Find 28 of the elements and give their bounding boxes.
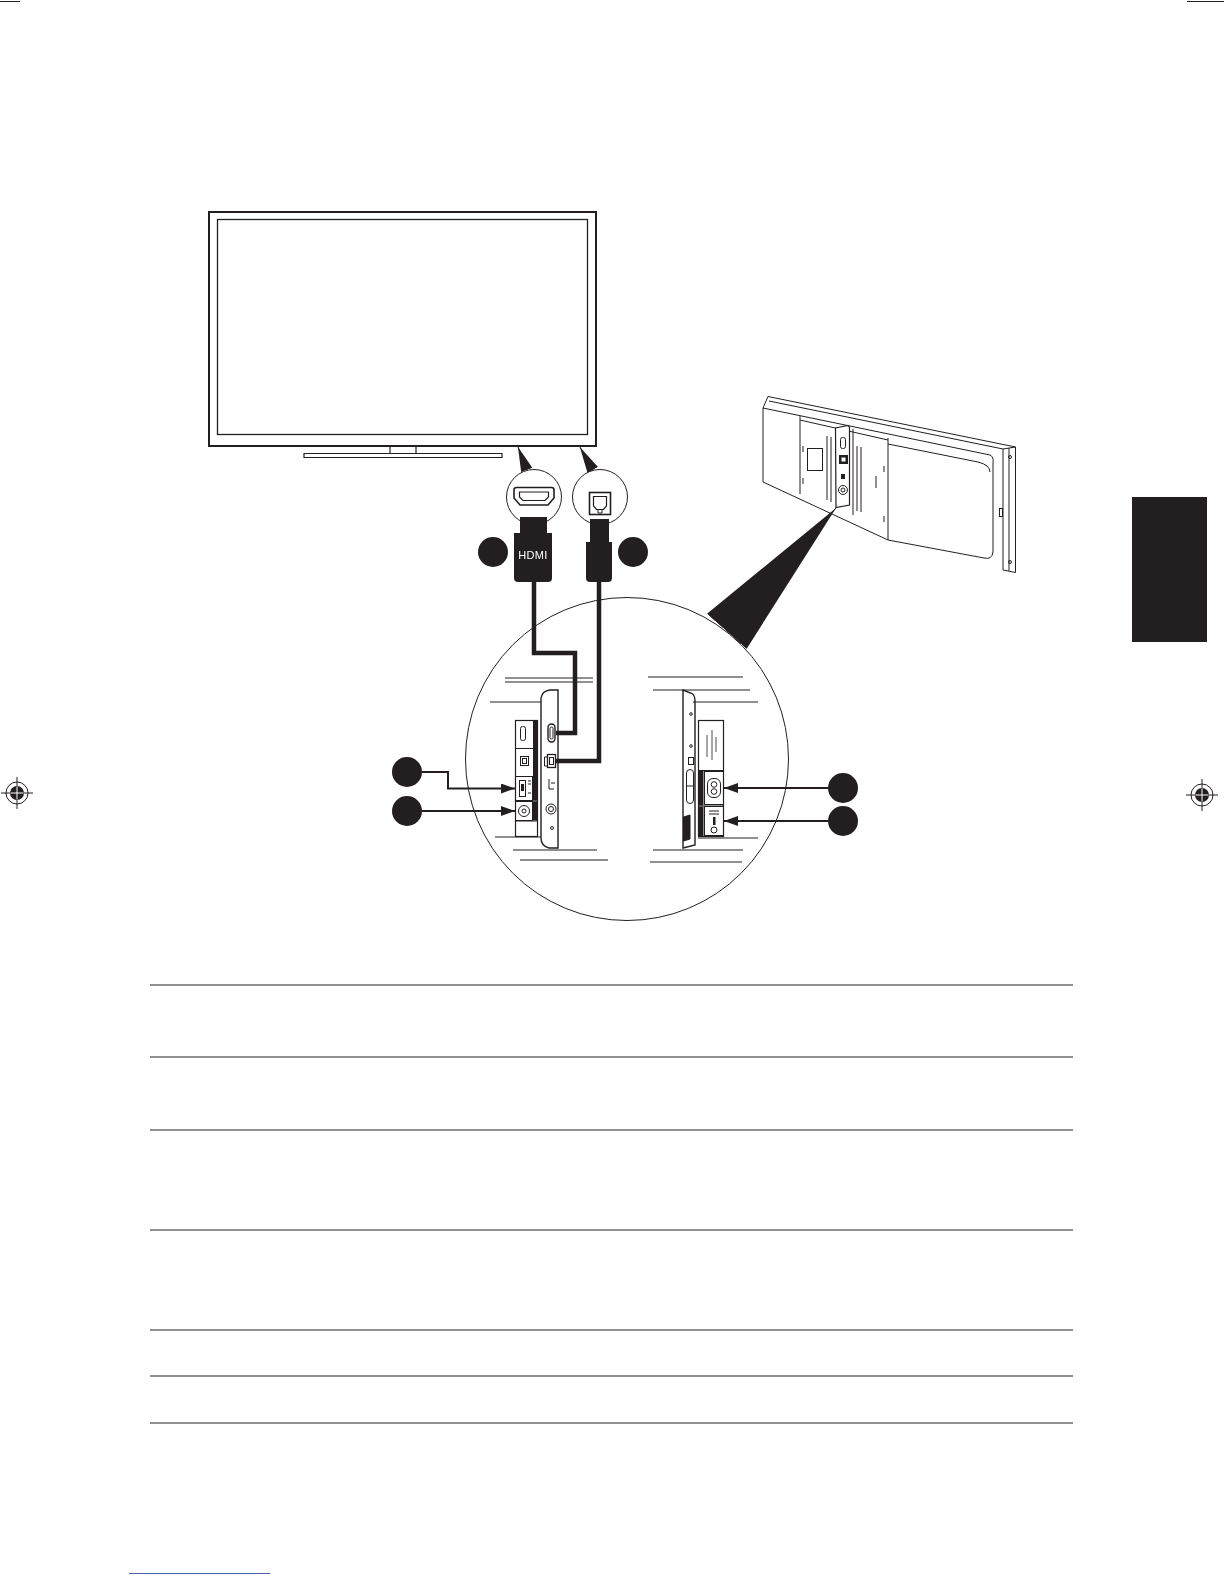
callout-dot-icon	[828, 773, 858, 803]
leader-arrow	[723, 816, 829, 826]
cable	[531, 582, 578, 736]
socket-closeup-circle	[572, 469, 628, 525]
zoom-wedge	[706, 507, 837, 649]
power-socket-icon	[704, 771, 724, 805]
zoom-wedge	[517, 446, 533, 473]
switch-icon	[704, 806, 724, 836]
leader-arrow	[421, 806, 516, 816]
jack-icon	[515, 801, 533, 821]
tv-illustration	[208, 211, 597, 447]
section-tab	[1132, 497, 1207, 642]
port-icon	[515, 776, 533, 801]
zoom-wedge	[579, 446, 598, 473]
socket-closeup-circle	[506, 469, 562, 525]
callout-dot-icon	[478, 537, 508, 567]
cable	[556, 582, 602, 764]
callout-dot-icon	[828, 806, 858, 836]
callout-dot-icon	[618, 537, 648, 567]
callout-dot-icon	[392, 757, 422, 787]
callout-dot-icon	[392, 796, 422, 826]
connector-panel	[835, 425, 850, 508]
socket-icon	[544, 754, 556, 768]
leader-arrow	[723, 783, 829, 793]
socket-icon	[547, 723, 556, 743]
cable-plug	[586, 519, 612, 582]
leader-arrow	[421, 771, 516, 794]
plug-label: HDMI	[517, 548, 549, 562]
